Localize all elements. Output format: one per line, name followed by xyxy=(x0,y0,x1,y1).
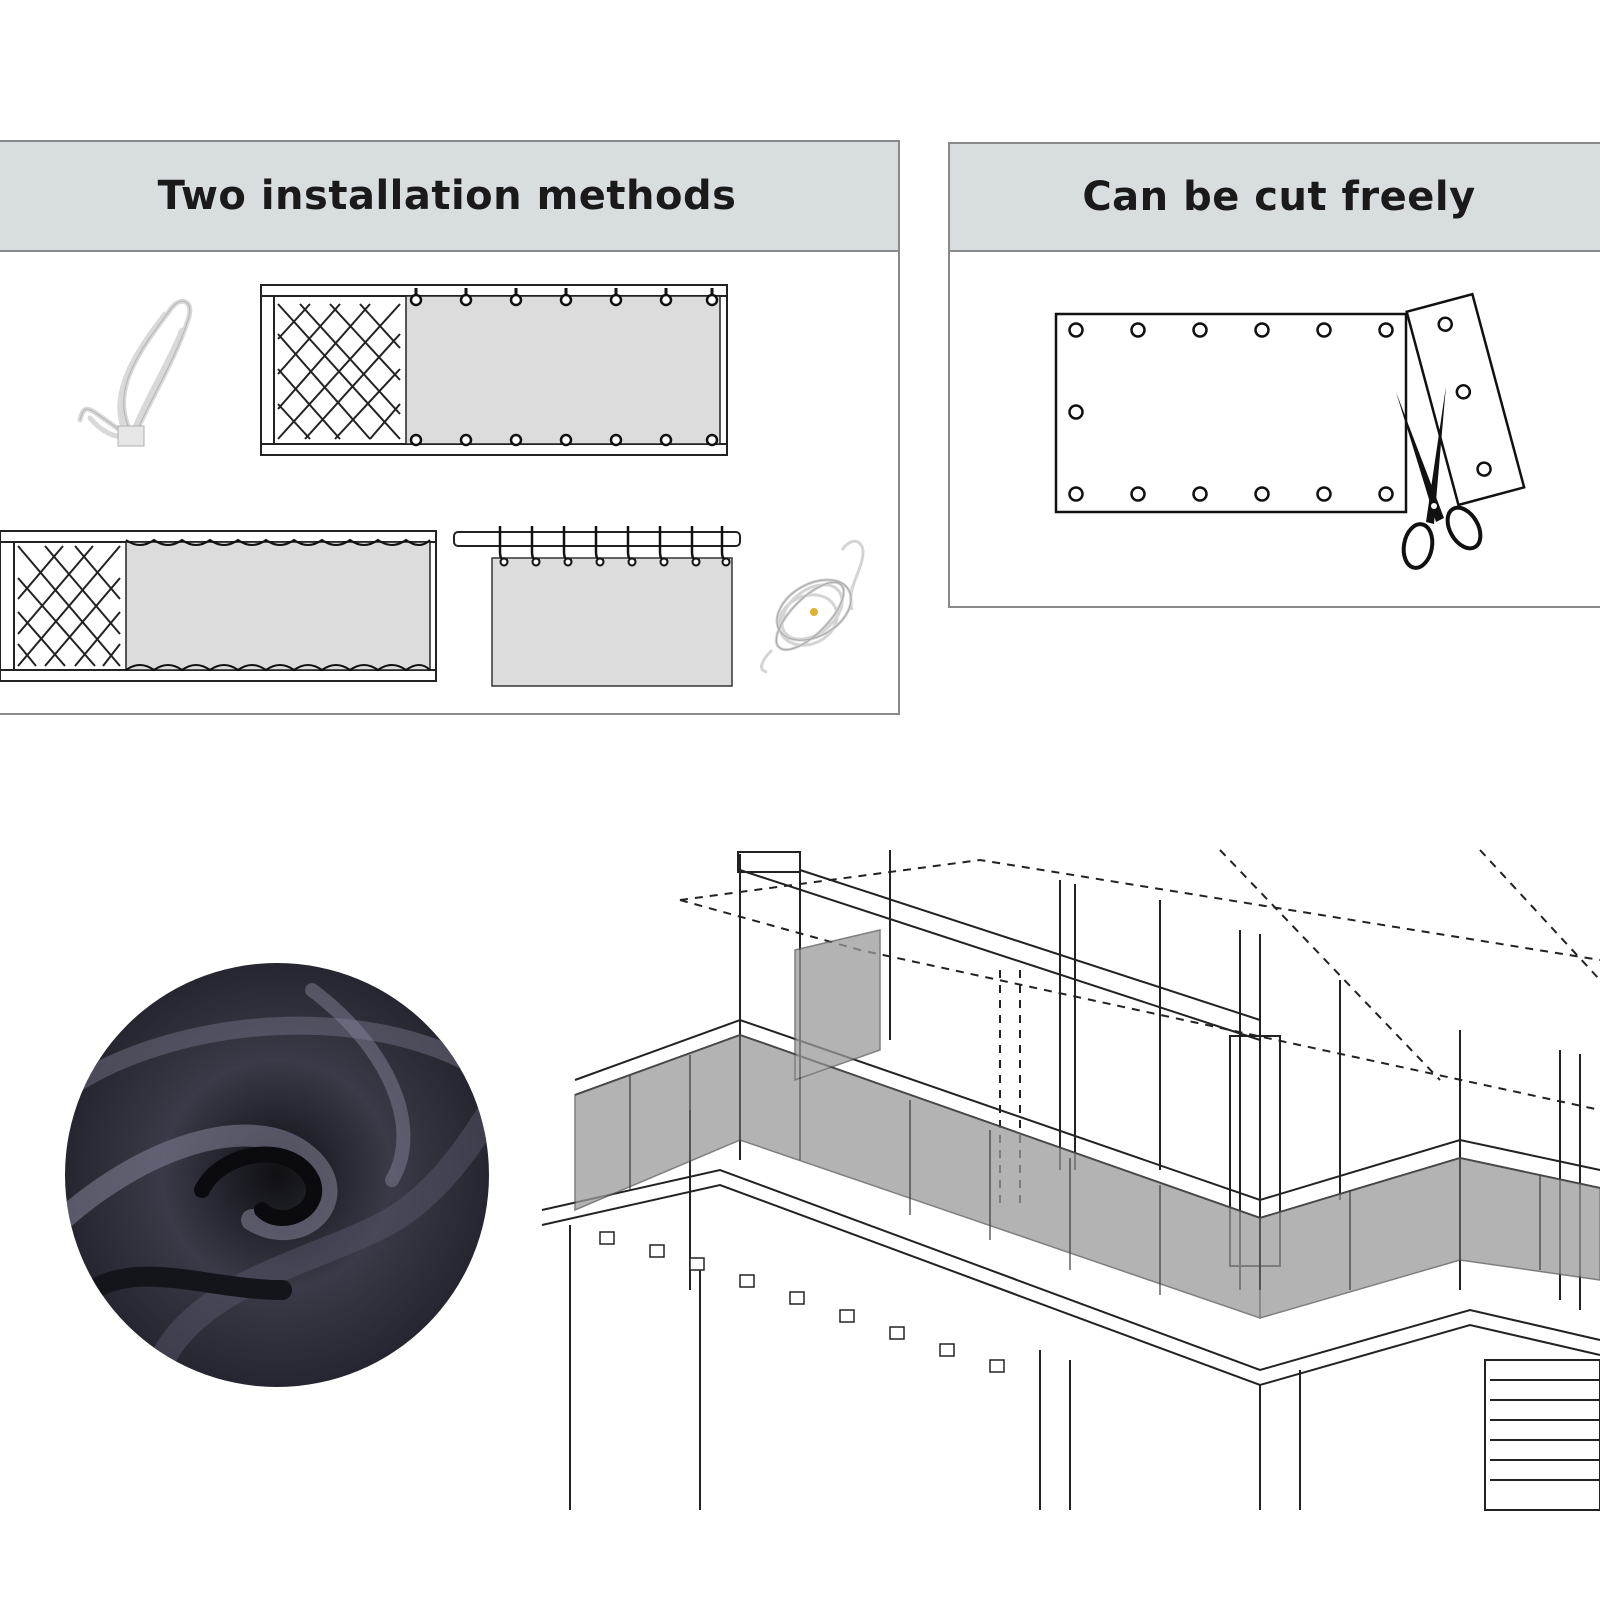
installation-methods-title: Two installation methods xyxy=(157,173,737,219)
cut-diagram xyxy=(1054,292,1526,514)
installation-methods-header: Two installation methods xyxy=(0,142,898,252)
cut-freely-title: Can be cut freely xyxy=(1082,174,1476,220)
railing-zip-tie-diagram xyxy=(260,284,728,456)
balcony-illustration xyxy=(541,849,1600,1511)
railing-laced-diagram xyxy=(0,530,437,682)
fabric-swatch-image xyxy=(65,963,489,1387)
rope-coil-icon xyxy=(760,539,865,674)
cut-freely-header: Can be cut freely xyxy=(950,144,1600,252)
scissors-icon xyxy=(1396,386,1483,570)
zip-ties-icon xyxy=(77,298,193,447)
hanging-hooks-diagram xyxy=(453,526,741,687)
